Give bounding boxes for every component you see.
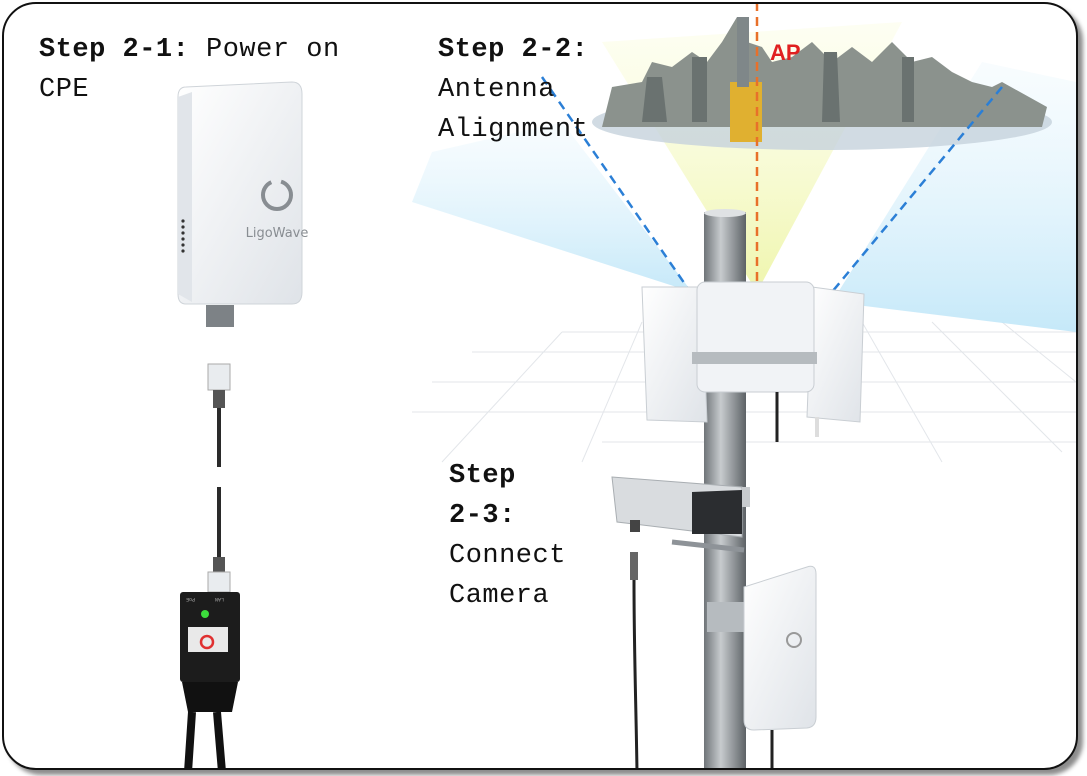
poe-injector: PoE LAN <box>180 592 240 768</box>
step-2-2-text-line2: Alignment <box>438 115 589 145</box>
step-2-2-number: Step 2-2: <box>438 35 589 65</box>
beam-left <box>412 122 692 292</box>
ligowave-logo-icon <box>261 179 293 211</box>
step-2-1-text-line2: CPE <box>39 75 90 105</box>
sector-antennas <box>641 281 865 442</box>
power-led-icon <box>201 610 209 618</box>
ethernet-cable <box>207 363 231 593</box>
illustration: AP LigoWave <box>177 4 1076 768</box>
ap-label: AP <box>770 40 801 65</box>
step-2-1-text: Power on <box>206 35 340 65</box>
step-2-1-number: Step 2-1: <box>39 35 190 65</box>
step-2-3-label: Step 2-3: Connect Camera <box>449 456 566 616</box>
step-2-3-text-line2: Camera <box>449 581 550 611</box>
device-brand: LigoWave <box>246 226 309 241</box>
diagram-frame: AP LigoWave <box>2 2 1078 770</box>
step-2-2-label: Step 2-2: Antenna Alignment <box>438 30 588 150</box>
svg-text:LAN: LAN <box>215 596 224 602</box>
svg-text:PoE: PoE <box>186 596 195 602</box>
cpe-device: LigoWave <box>177 81 309 327</box>
step-2-3-number: 2-3: <box>449 501 516 531</box>
camera <box>611 476 750 768</box>
dash-left <box>540 76 689 288</box>
city-skyline <box>592 17 1052 150</box>
step-2-2-text-line1: Antenna <box>438 75 555 105</box>
step-2-1-label: Step 2-1: Power on CPE <box>39 30 340 110</box>
step-2-3-text-line1: Connect <box>449 541 566 571</box>
mounted-cpe <box>707 565 817 768</box>
step-2-3-word: Step <box>449 461 516 491</box>
